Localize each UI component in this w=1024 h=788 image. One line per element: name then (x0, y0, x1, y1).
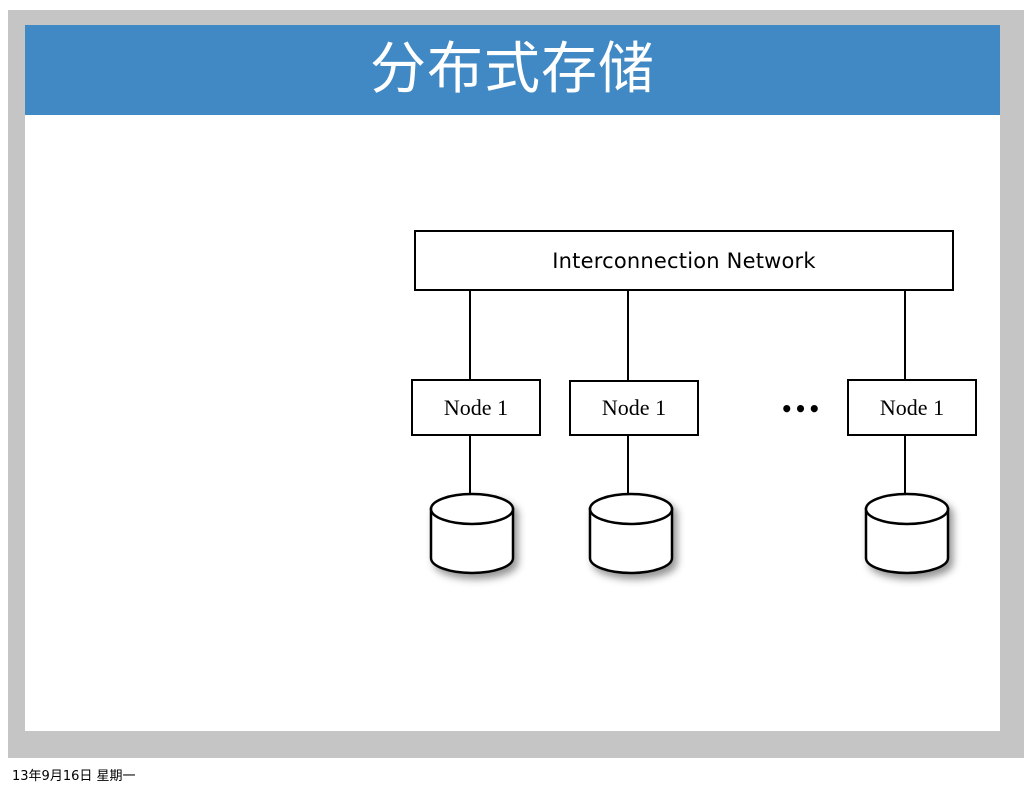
disk-cylinder-1 (588, 492, 674, 575)
distributed-storage-diagram: Interconnection Network Node 1 Node 1 No… (25, 25, 1000, 731)
disk-cylinder-2 (864, 492, 950, 575)
slide-title-band: 分布式存储 (25, 25, 1000, 115)
slide-canvas (25, 25, 1000, 731)
interconnection-network-box (414, 230, 954, 291)
node-box-0 (411, 379, 541, 436)
node-label-0: Node 1 (443, 394, 509, 420)
node-ellipsis-label: ••• (780, 397, 822, 421)
footer-date: 13年9月16日 星期一 (12, 769, 136, 784)
diagram-canvas (411, 230, 977, 575)
slide-title: 分布式存储 (370, 37, 655, 102)
node-box-1 (569, 380, 699, 436)
disk-cylinder-0 (429, 492, 515, 575)
node-label-1: Node 1 (601, 395, 667, 420)
node-box-2 (847, 379, 977, 436)
interconnection-network-label: Interconnection Network (552, 248, 816, 273)
node-label-2: Node 1 (879, 394, 945, 420)
